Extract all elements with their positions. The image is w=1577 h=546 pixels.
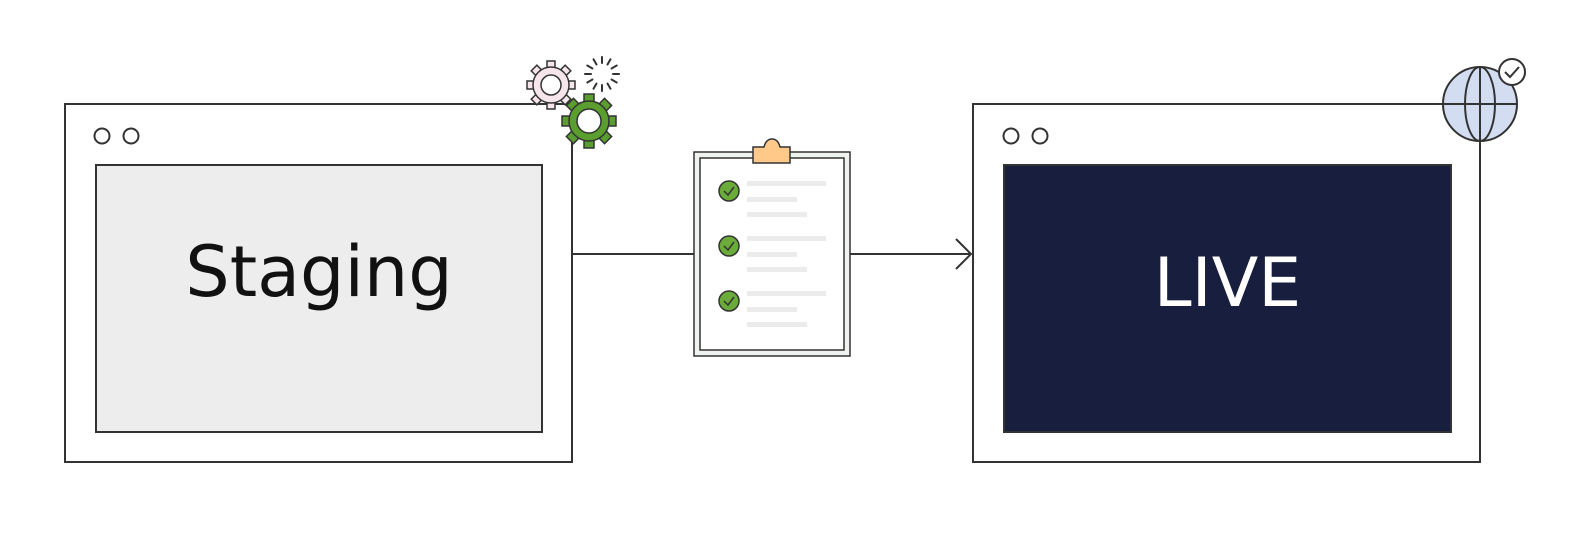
window-dot [1031,127,1049,145]
check-circle-icon [718,290,740,312]
live-screen [1003,164,1452,433]
staging-window [64,103,573,463]
checklist-item [718,180,826,217]
check-badge-icon [1498,58,1526,86]
live-label: LIVE [1153,244,1302,323]
clip-icon [752,138,791,164]
gear-icon [561,93,617,149]
loading-spinner-icon [584,56,620,92]
arrow-connector [850,238,973,270]
checklist-item [718,235,826,272]
staging-screen [95,164,543,433]
staging-label: Staging [185,231,453,313]
checklist-item [718,290,826,327]
gear-icon [526,60,576,110]
check-circle-icon [718,235,740,257]
window-dot [122,127,140,145]
live-window [972,103,1481,463]
window-dot [1002,127,1020,145]
window-dot [93,127,111,145]
globe-icon [1442,66,1518,142]
clipboard-icon [693,138,851,357]
check-circle-icon [718,180,740,202]
